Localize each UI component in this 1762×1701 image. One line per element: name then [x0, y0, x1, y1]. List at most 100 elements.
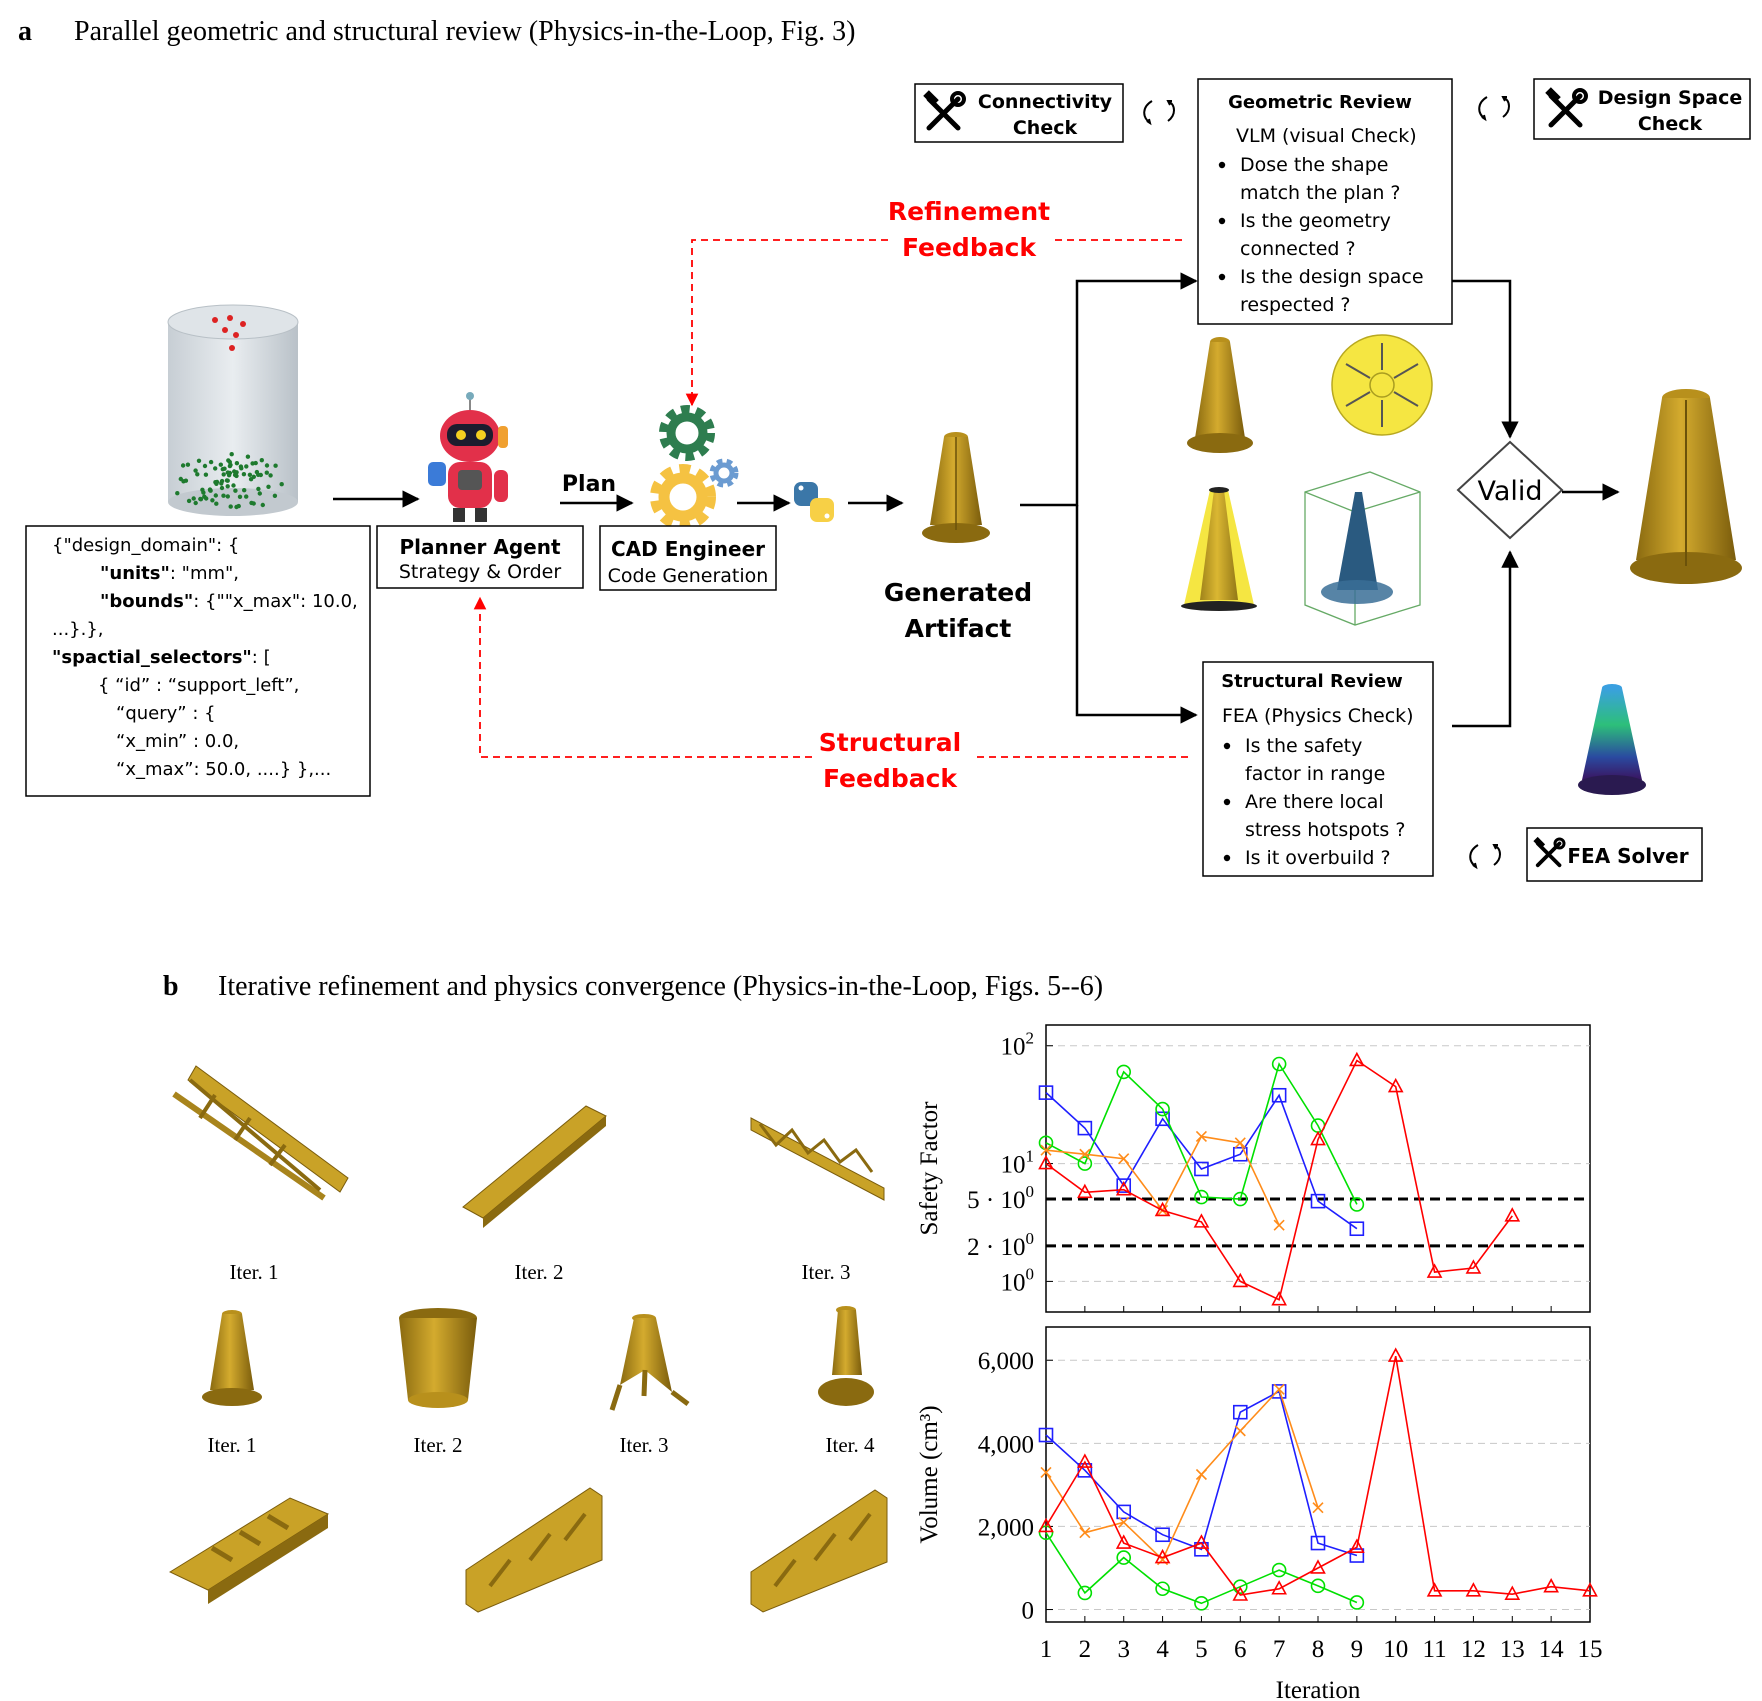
data-point: [1310, 1130, 1326, 1146]
python-icon: [794, 482, 834, 522]
data-point: [1077, 1463, 1093, 1478]
data-point: [1232, 1586, 1249, 1601]
support-point: [229, 452, 234, 457]
tick-label: 15: [1578, 1636, 1603, 1663]
tick-label: 4: [1156, 1636, 1169, 1663]
support-point: [266, 484, 271, 489]
support-point: [241, 472, 247, 477]
design-space-check-label-1: Design Space: [1598, 87, 1742, 109]
tick-label: 6: [1234, 1636, 1247, 1663]
json-spec-token: : "mm",: [170, 563, 239, 584]
support-point: [225, 484, 230, 489]
support-point: [232, 472, 238, 478]
tick-label: 2,000: [978, 1514, 1034, 1541]
support-point: [279, 482, 284, 487]
json-spec-token: “x_min” : 0.0,: [116, 731, 239, 752]
tick-label: 9: [1351, 1636, 1364, 1663]
data-point: [1193, 1213, 1210, 1228]
tick-base: 10: [1001, 1152, 1026, 1179]
x-axis-label: Iteration: [1276, 1677, 1361, 1701]
gear-icon: [650, 405, 739, 530]
data-point: [1271, 1580, 1287, 1595]
support-point: [233, 488, 238, 493]
iter-label-row2-1: Iter. 1: [208, 1433, 257, 1457]
data-point: [1116, 1550, 1132, 1565]
data-point: [1504, 1585, 1521, 1600]
support-point: [213, 493, 218, 498]
refinement-feedback-arrow: [685, 239, 888, 407]
json-spec-token: “x_max”: 50.0, ....} },...: [116, 759, 331, 780]
support-point: [193, 500, 198, 506]
support-point: [250, 461, 255, 466]
geometric-review-box: [1197, 78, 1453, 325]
support-point: [225, 470, 230, 475]
box-beam-render-1: [168, 1497, 330, 1604]
support-point: [264, 463, 270, 468]
frame-beam-render-2: [465, 1487, 603, 1613]
support-point: [195, 472, 200, 477]
data-point: [1234, 1425, 1246, 1437]
structural-feedback-arrow: [473, 596, 812, 758]
tick-exponent: 0: [1026, 1229, 1035, 1248]
support-point: [234, 461, 240, 466]
bullet-dot: [1223, 854, 1231, 862]
y-axis-label: Safety Factor: [916, 1101, 943, 1236]
design-spec-json-text: {"design_domain": {"units": "mm","bounds…: [52, 535, 358, 780]
tick-label: 3: [1117, 1636, 1130, 1663]
support-point: [245, 454, 251, 459]
support-point: [221, 472, 226, 477]
series-line: [1045, 1355, 1591, 1596]
support-point: [238, 464, 244, 469]
geometric-review-title: Geometric Review: [1228, 92, 1412, 113]
refresh-arrows-icon: [1143, 100, 1175, 124]
design-space-check-label-2: Check: [1638, 113, 1703, 135]
support-point: [193, 468, 198, 473]
data-point: [1310, 1578, 1326, 1594]
support-point: [231, 483, 236, 488]
tick-label: 2 · 100: [967, 1229, 1034, 1261]
support-point: [234, 504, 239, 510]
support-point: [224, 478, 230, 483]
data-point: [1195, 1468, 1207, 1481]
support-point: [185, 462, 191, 467]
data-point: [1194, 1189, 1209, 1205]
json-spec-token: "bounds": [100, 591, 193, 612]
support-point: [244, 464, 249, 469]
json-spec-token: ...}.},: [52, 619, 104, 640]
cad-engineer-box: [599, 525, 777, 591]
tick-label: 13: [1500, 1636, 1525, 1663]
refresh-arrows-icon: [1478, 96, 1510, 120]
iter-label-row1-2: Iter. 2: [515, 1260, 564, 1284]
review-bullet-text: Is the safety: [1245, 735, 1362, 757]
data-point: [1154, 1548, 1171, 1564]
support-point: [225, 494, 230, 499]
cad-engineer-subtitle: Code Generation: [608, 565, 769, 587]
json-spec-token: “query” : {: [116, 703, 216, 724]
support-point: [221, 493, 226, 498]
support-point: [218, 462, 223, 467]
series-line: [1045, 1059, 1513, 1301]
data-point: [1465, 1259, 1482, 1274]
iter-label-row1-3: Iter. 3: [802, 1260, 851, 1284]
json-spec-line: “x_min” : 0.0,: [116, 731, 239, 752]
tick-label: 11: [1423, 1636, 1447, 1663]
y-axis-label: Volume (cm³): [916, 1405, 943, 1543]
structural-review-method: FEA (Physics Check): [1222, 705, 1414, 727]
json-spec-token: "units": [100, 563, 170, 584]
valid-label: Valid: [1477, 476, 1542, 507]
data-point: [1038, 1427, 1054, 1443]
support-point: [186, 498, 192, 504]
support-point: [202, 494, 207, 499]
support-point: [228, 504, 233, 509]
panel-a-letter: a: [18, 16, 32, 47]
json-spec-token: : {""x_max": 10.0,: [193, 591, 358, 612]
data-point: [1155, 1527, 1170, 1543]
series-line: [1045, 1532, 1358, 1605]
support-point: [210, 498, 215, 503]
json-spec-token: : [: [252, 647, 271, 668]
arrow-to-geometric-review: [1020, 272, 1198, 507]
tick-label: 12: [1461, 1636, 1486, 1663]
support-point: [249, 500, 254, 506]
